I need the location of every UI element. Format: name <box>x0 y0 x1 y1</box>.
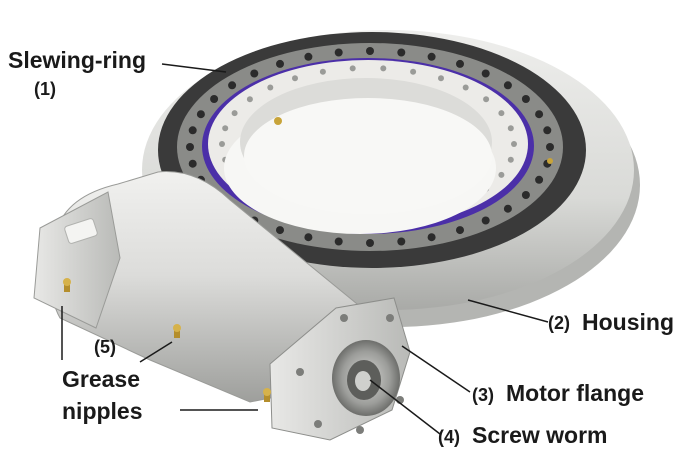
outer-bolt-hole <box>427 52 436 61</box>
outer-bolt-hole <box>276 226 284 235</box>
grease-nipple-2 <box>173 324 181 338</box>
outer-bolt-hole <box>481 216 490 225</box>
inner-bolt-hole <box>438 75 444 82</box>
label-grease-line-1: Grease <box>62 366 141 392</box>
inner-bolt-hole <box>222 125 229 132</box>
grease-nipple-1 <box>63 278 71 292</box>
outer-bolt-holes <box>186 47 554 247</box>
inner-bolt-hole <box>231 110 238 117</box>
outer-bolt-hole <box>481 69 490 78</box>
inner-bolt-hole <box>380 65 387 72</box>
tube-name-plate <box>64 218 98 244</box>
outer-bolt-hole <box>503 204 512 213</box>
label-housing: Housing <box>582 309 674 335</box>
outer-bolt-hole <box>546 143 554 151</box>
inner-bolt-hole <box>462 84 469 91</box>
outer-bolt-hole <box>397 237 406 246</box>
ring-grease-nipple <box>274 117 282 125</box>
flange-bolt-hole <box>386 314 394 322</box>
screw-worm-shaft <box>355 371 371 391</box>
outer-bolt-hole <box>503 81 512 90</box>
inner-bolt-hole <box>410 68 417 75</box>
outer-bolt-hole <box>366 47 374 55</box>
inner-bolt-hole <box>483 96 490 103</box>
outer-bolt-hole <box>543 126 552 135</box>
outer-bolt-hole <box>427 233 436 242</box>
label-grease-line-2: nipples <box>62 398 143 424</box>
outer-bolt-hole <box>535 175 544 184</box>
inner-bolt-hole <box>349 65 356 72</box>
flange-bolt-hole <box>296 368 304 376</box>
flange-bolt-holes <box>296 314 404 434</box>
outer-bolt-hole <box>250 69 259 78</box>
inner-bolt-hole <box>498 171 505 178</box>
outer-bolt-hole <box>188 159 197 168</box>
leader-line-housing <box>467 299 549 323</box>
outer-bolt-hole <box>334 237 343 246</box>
outer-bolt-hole <box>304 233 313 242</box>
flange-bolt-hole <box>340 314 348 322</box>
label-motor-flange: Motor flange <box>506 380 644 406</box>
leader-line-slewing-ring <box>161 63 227 73</box>
flange-bolt-hole <box>314 420 322 428</box>
inner-bolt-hole <box>507 125 514 132</box>
inner-bolt-hole <box>511 141 517 147</box>
outer-bolt-hole <box>196 110 205 119</box>
outer-bolt-hole <box>535 110 544 119</box>
flange-bolt-hole <box>356 426 364 434</box>
worm-tube-end-block <box>33 191 121 329</box>
outer-bolt-hole <box>521 95 530 103</box>
outer-bolt-hole <box>397 48 406 57</box>
outer-bolt-hole <box>188 126 197 135</box>
label-screw-worm: Screw worm <box>472 422 608 448</box>
outer-bolt-hole <box>456 226 464 235</box>
label-slewing-ring: Slewing-ring <box>8 47 146 73</box>
outer-bolt-hole <box>334 48 343 57</box>
leader-line-grease-2 <box>139 341 173 363</box>
center-opening-floor <box>244 98 492 214</box>
outer-bolt-hole <box>210 95 219 103</box>
label-motor-flange-number: (3) <box>472 385 494 405</box>
grease-nipple-3 <box>263 388 271 402</box>
outer-bolt-hole <box>366 239 374 247</box>
label-screw-worm-number: (4) <box>438 427 460 447</box>
outer-bolt-hole <box>456 59 464 68</box>
inner-bolt-hole <box>498 110 505 117</box>
outer-bolt-hole <box>276 59 284 68</box>
outer-bolt-hole <box>186 143 194 151</box>
inner-bolt-hole <box>267 84 274 91</box>
inner-bolt-hole <box>219 141 225 147</box>
inner-bolt-hole <box>292 75 298 82</box>
ring-grease-nipple-right <box>547 158 553 164</box>
outer-bolt-hole <box>304 52 313 61</box>
outer-bolt-hole <box>228 81 237 90</box>
label-slewing-ring-number: (1) <box>34 79 56 99</box>
leader-line-motor-flange <box>401 345 471 393</box>
leader-line-screw-worm <box>369 379 441 435</box>
outer-bolt-hole <box>521 191 530 199</box>
label-housing-number: (2) <box>548 313 570 333</box>
inner-bolt-hole <box>246 96 253 103</box>
inner-bolt-hole <box>319 68 326 75</box>
label-grease-number: (5) <box>94 337 116 357</box>
inner-bolt-hole <box>507 156 514 163</box>
